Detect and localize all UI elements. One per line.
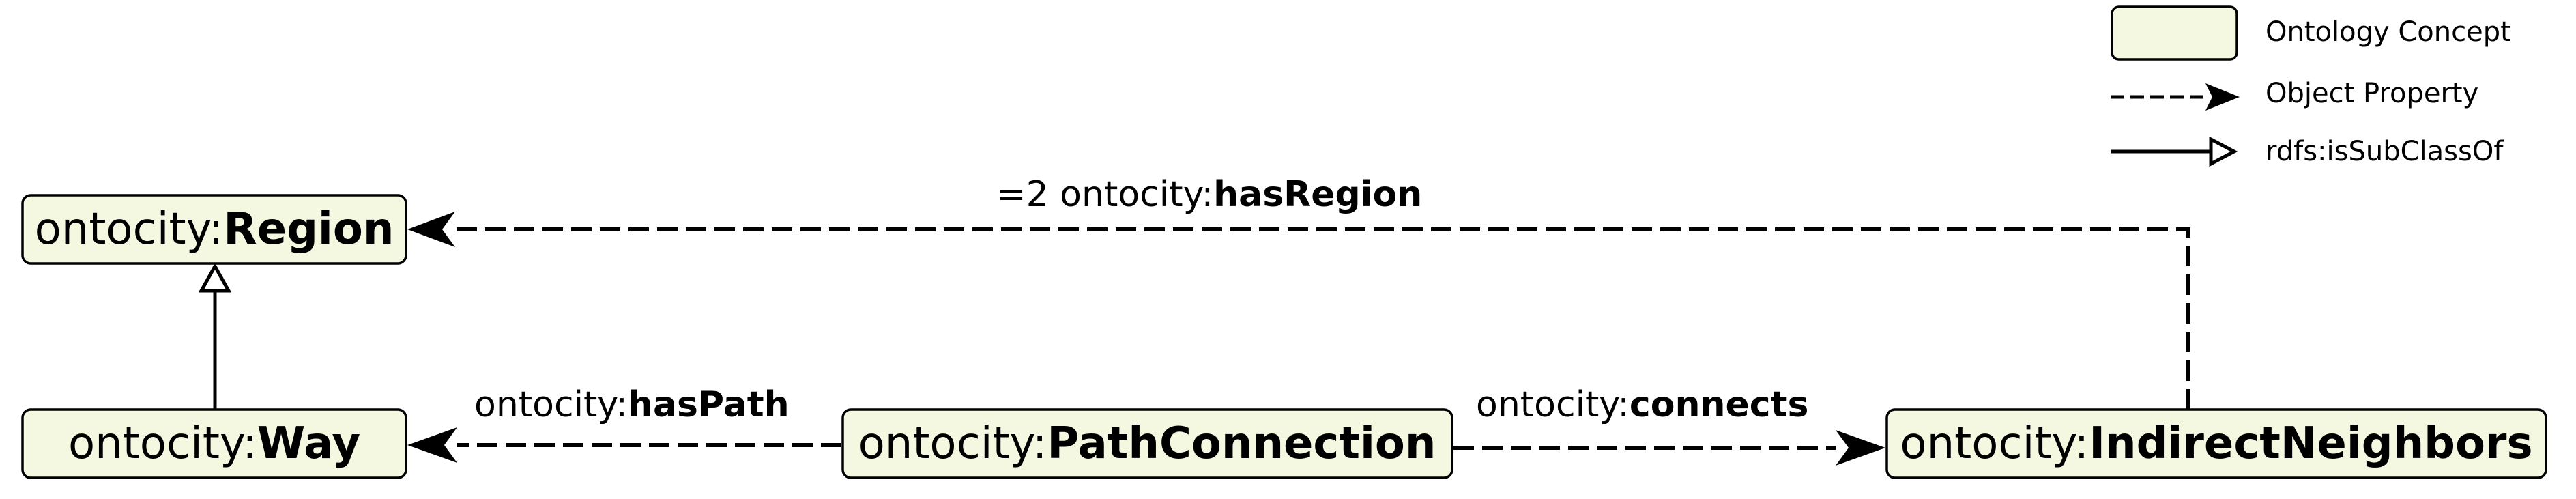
- node-path-connection-box: [841, 408, 1453, 479]
- node-indirect-neighbors-box: [1885, 408, 2547, 479]
- legend-subclass-label: rdfs:isSubClassOf: [2266, 136, 2504, 167]
- node-indirect-neighbors: ontocity:IndirectNeighbors: [1885, 408, 2547, 479]
- edge-connects-arrowhead: [1836, 430, 1885, 466]
- legend-object-property-arrowhead: [2205, 83, 2240, 111]
- node-path-connection: ontocity:PathConnection: [841, 408, 1453, 479]
- node-way-box: [21, 408, 407, 479]
- edge-has-region-label: =2 ontocity:hasRegion: [996, 174, 1422, 215]
- edge-subclass-arrowhead: [198, 262, 232, 293]
- legend: Ontology Concept Object Property rdfs:is…: [2111, 5, 2511, 167]
- legend-concept-label: Ontology Concept: [2266, 16, 2511, 48]
- legend-subclass-arrowhead: [2209, 136, 2238, 167]
- node-region-label: ontocity:Region: [35, 204, 394, 255]
- node-region: ontocity:Region: [21, 194, 407, 265]
- edge-has-region-line: [455, 227, 2190, 410]
- legend-object-property-label: Object Property: [2266, 78, 2478, 109]
- node-way: ontocity:Way: [21, 408, 407, 479]
- node-region-box: [21, 194, 407, 265]
- edge-has-path-label: ontocity:hasPath: [474, 384, 790, 425]
- edge-connects-label: ontocity:connects: [1476, 384, 1808, 425]
- node-path-connection-label: ontocity:PathConnection: [858, 418, 1436, 469]
- edge-has-path-arrowhead: [407, 427, 457, 463]
- node-indirect-neighbors-label: ontocity:IndirectNeighbors: [1900, 418, 2532, 469]
- node-way-label: ontocity:Way: [68, 418, 360, 469]
- edge-has-region-arrowhead: [407, 212, 455, 247]
- legend-concept-swatch: [2111, 5, 2238, 61]
